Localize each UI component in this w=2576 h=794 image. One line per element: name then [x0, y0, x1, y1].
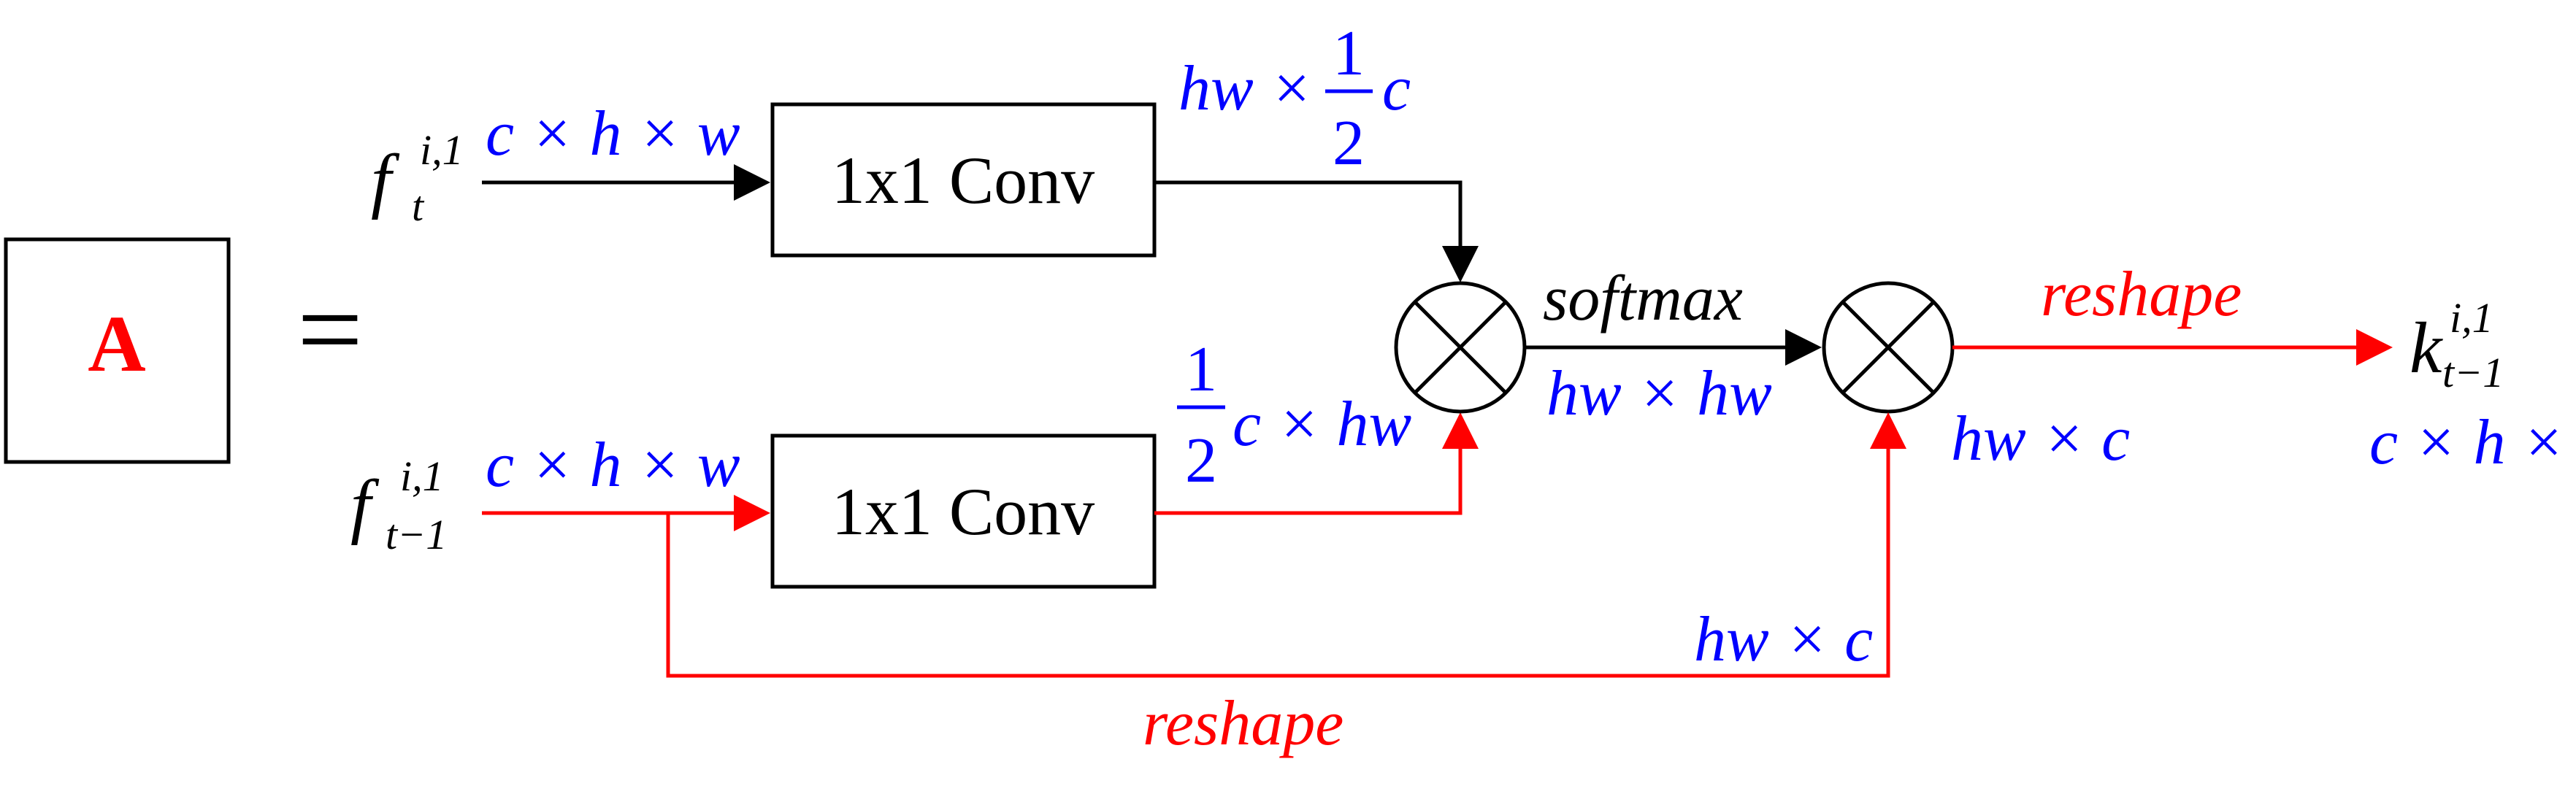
arrow-conv-bottom-to-mult1 — [1154, 412, 1479, 515]
input-bottom-subscript: t−1 — [386, 511, 447, 558]
arrow-bottom-reshape-path — [666, 412, 1906, 678]
block-a-label: A — [88, 299, 145, 388]
arrow-conv-top-to-mult1 — [1154, 180, 1479, 282]
bottom-path-op: reshape — [1143, 688, 1343, 759]
conv-top-label: 1x1 Conv — [832, 143, 1095, 217]
output-superscript: i,1 — [2450, 294, 2493, 342]
multiply-node-1 — [1394, 281, 1527, 414]
output-subscript: t−1 — [2442, 349, 2504, 396]
output-shape: c × h × w — [2369, 407, 2576, 478]
conv-top-shape-frac-den: 2 — [1333, 108, 1365, 179]
mult2-input-shape: hw × c — [1951, 404, 2130, 474]
conv-top-box — [770, 102, 1157, 258]
input-top-symbol: f i,1 t — [371, 126, 464, 230]
conv-bottom-shape-frac-num: 1 — [1185, 334, 1217, 405]
bottom-path-shape: hw × c — [1694, 604, 1873, 675]
input-bottom-base: f — [350, 465, 380, 546]
multiply-node-2 — [1822, 281, 1955, 414]
block-a-box — [4, 237, 231, 464]
equals-sign: = — [297, 264, 363, 394]
conv-top-shape-suffix: c — [1382, 53, 1411, 124]
input-bottom-superscript: i,1 — [400, 452, 444, 500]
conv-top-shape-frac-num: 1 — [1333, 18, 1365, 89]
softmax-label: softmax — [1543, 263, 1743, 334]
conv-bottom-shape-frac-den: 2 — [1185, 425, 1217, 496]
input-top-base: f — [371, 139, 400, 220]
input-top-subscript: t — [412, 182, 425, 230]
conv-bottom-shape-suffix: c × hw — [1233, 389, 1411, 460]
input-bottom-symbol: f i,1 t−1 — [350, 452, 447, 558]
input-bottom-shape: c × h × w — [486, 430, 740, 501]
conv-bottom-label: 1x1 Conv — [832, 474, 1095, 549]
output-symbol: k i,1 t−1 — [2410, 294, 2504, 396]
input-top-superscript: i,1 — [420, 126, 464, 174]
conv-top-shape-prefix: hw × — [1178, 53, 1313, 124]
softmax-shape: hw × hw — [1546, 358, 1772, 429]
input-top-shape: c × h × w — [486, 99, 740, 169]
output-op-label: reshape — [2041, 259, 2242, 330]
output-base: k — [2410, 307, 2443, 388]
